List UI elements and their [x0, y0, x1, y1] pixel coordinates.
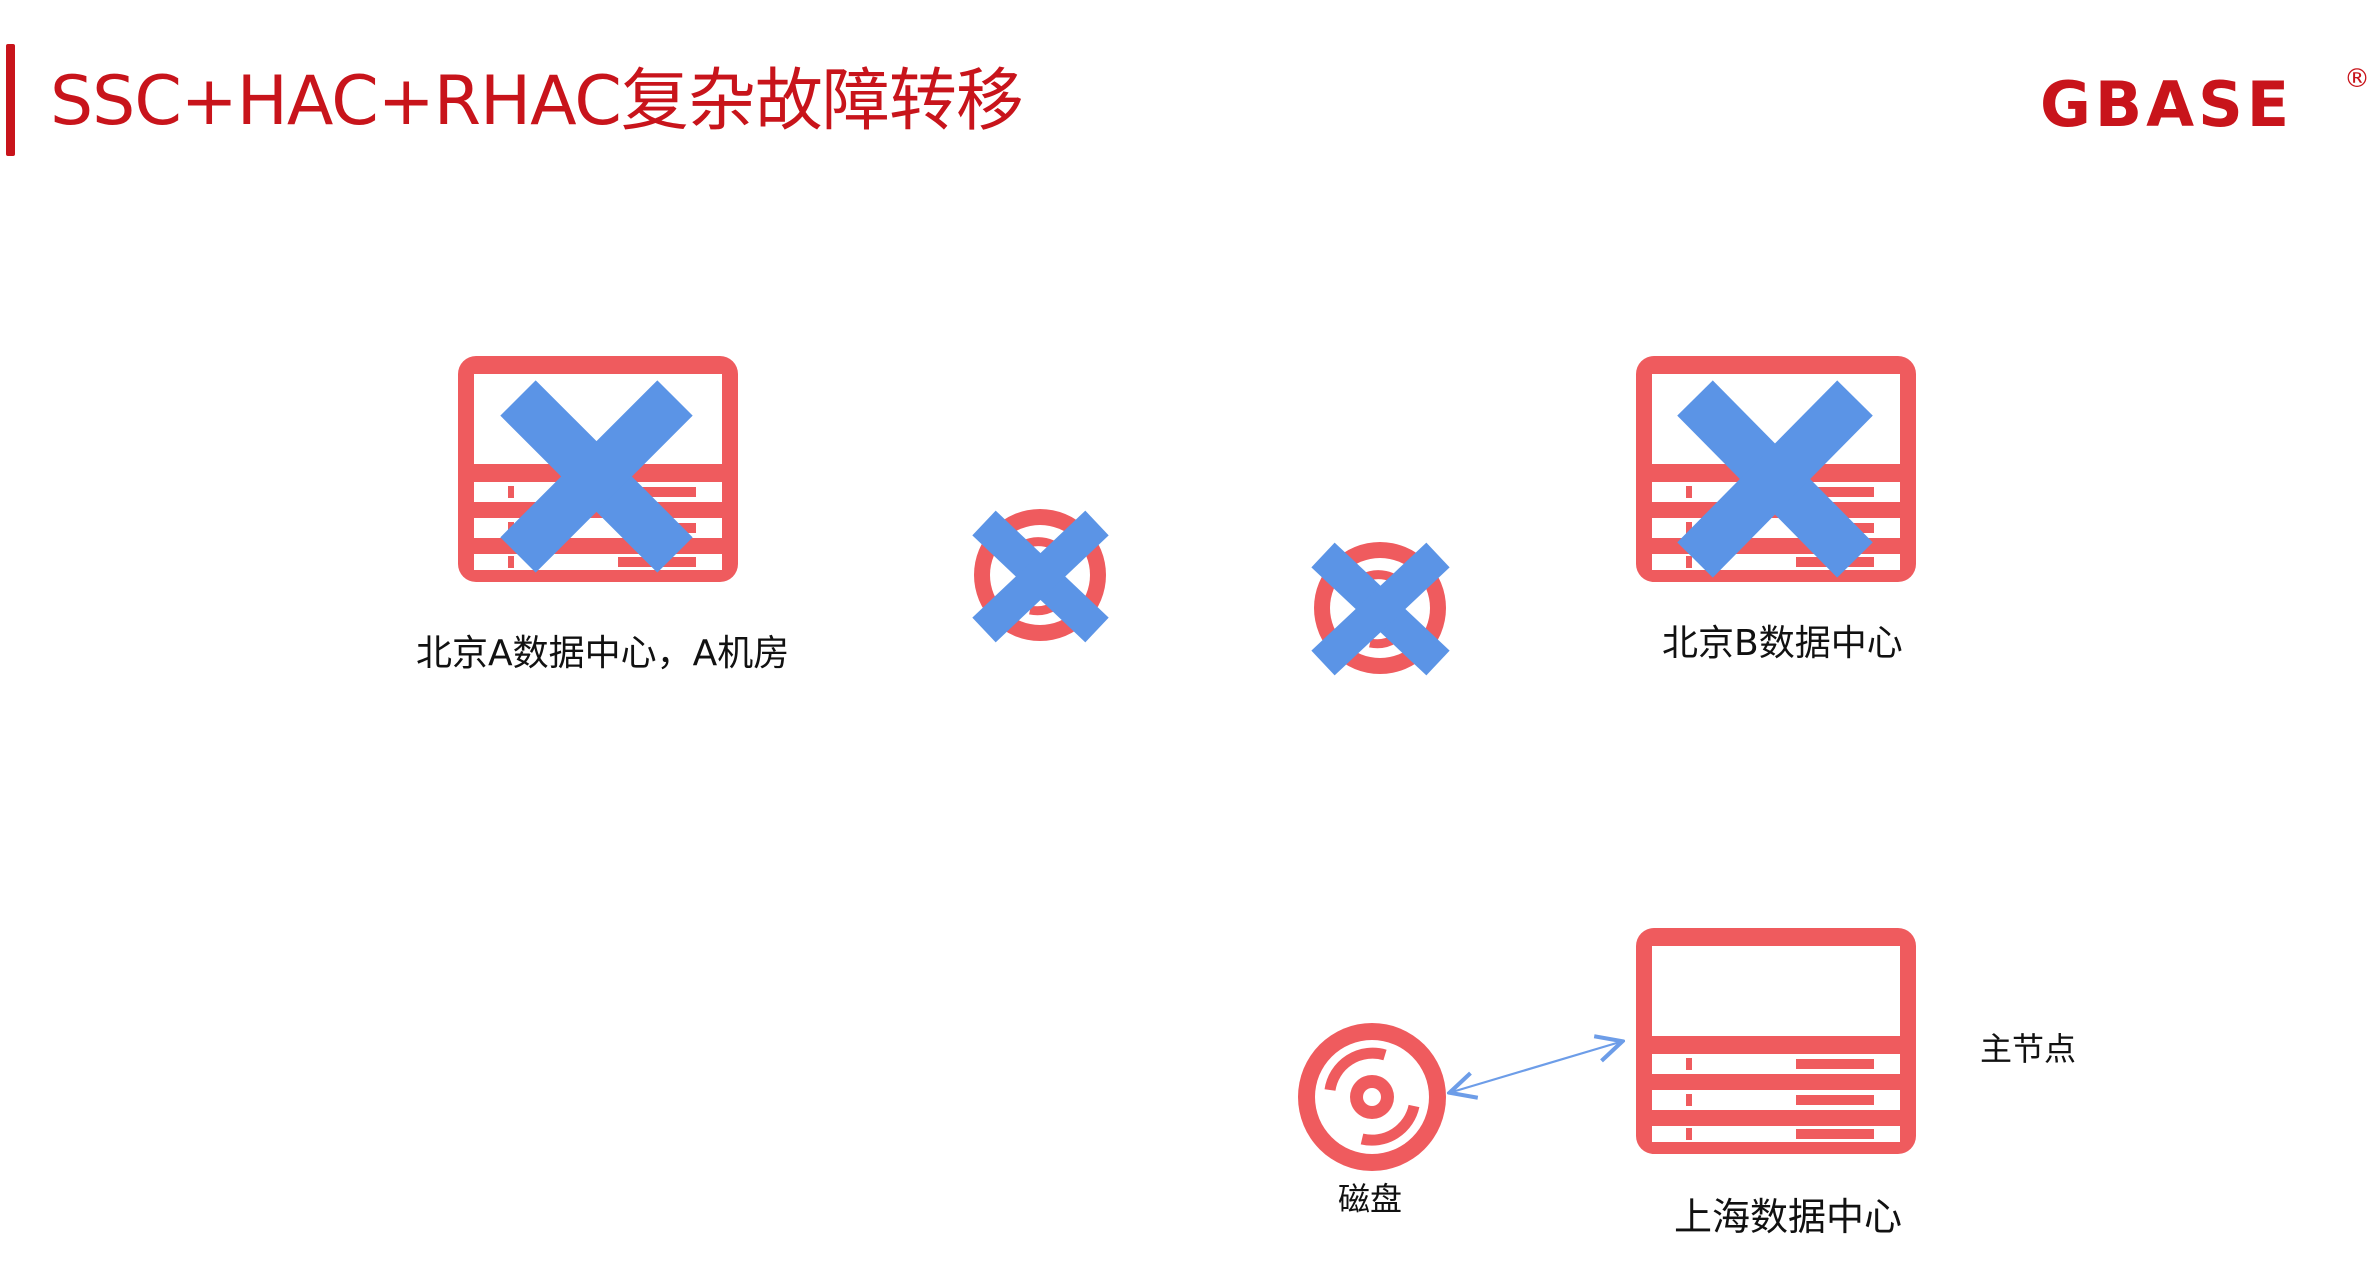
beijing-b-server	[1636, 356, 1916, 582]
beijing-a-server	[458, 356, 738, 582]
failure-x-icon	[972, 510, 1109, 643]
disk-icon	[1298, 1023, 1446, 1171]
gbase-logo: GBASE ®	[2040, 64, 2370, 141]
shanghai-server	[1636, 928, 1916, 1154]
disk-label: 磁盘	[1338, 1180, 1403, 1218]
title-accent-bar	[6, 44, 15, 156]
logo-text: GBASE	[2040, 68, 2294, 141]
network-link-a-failed	[972, 509, 1109, 643]
failure-x-icon	[1677, 380, 1873, 578]
network-link-b-failed	[1311, 542, 1450, 676]
disk-connection-arrow	[1452, 1042, 1620, 1092]
primary-node-label: 主节点	[1980, 1030, 2077, 1068]
failure-x-icon	[500, 380, 693, 573]
registered-mark: ®	[2344, 64, 2370, 94]
beijing-b-label: 北京B数据中心	[1662, 623, 1903, 664]
beijing-a-label: 北京A数据中心，A机房	[416, 633, 790, 674]
failure-x-icon	[1311, 542, 1450, 676]
server-rack-icon	[1636, 928, 1916, 1154]
slide-title: SSC+HAC+RHAC复杂故障转移	[50, 62, 1024, 141]
shanghai-label: 上海数据中心	[1674, 1195, 1903, 1239]
